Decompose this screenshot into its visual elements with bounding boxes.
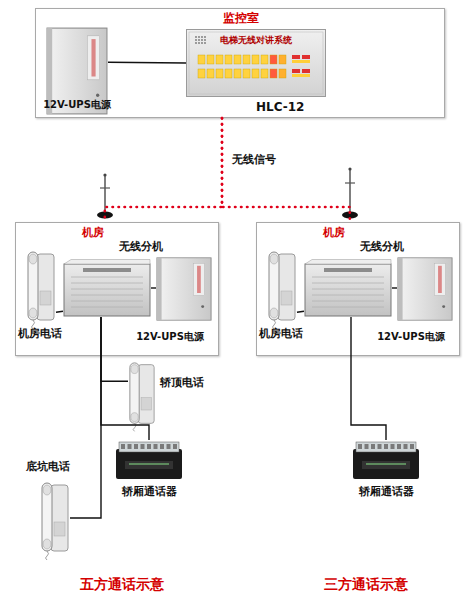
node-label: 无线分机	[119, 240, 181, 253]
phone-drawing	[26, 251, 56, 323]
wire-connector	[108, 62, 186, 64]
telephone: 机房电话	[267, 251, 297, 323]
node-label: 轿厢通话器	[346, 485, 426, 498]
intercom-panel: 电梯无线对讲系统HLC-12	[186, 29, 326, 97]
edge-label: 无线信号	[232, 152, 302, 167]
wire-connector	[70, 317, 101, 518]
node-label: 机房	[82, 226, 122, 239]
antenna-symbol	[342, 167, 358, 218]
phone-drawing	[267, 251, 297, 323]
car-intercom: 轿厢通话器	[115, 440, 183, 480]
node-label: 机房电话	[18, 327, 78, 340]
node-label: 机房电话	[259, 327, 319, 340]
ups-drawing	[156, 257, 212, 321]
wireless-unit: 无线分机	[304, 259, 392, 317]
antenna-symbol	[97, 173, 113, 218]
ups-power-box: 12V-UPS电源	[156, 257, 212, 321]
talker-drawing	[352, 440, 420, 480]
wireless-signal-line	[222, 118, 350, 222]
room-frame: 机房无线分机机房电话12V-UPS电源	[256, 222, 460, 356]
node-label: 轿厢通话器	[109, 485, 189, 498]
node-label: 电梯无线对讲系统	[186, 35, 326, 46]
wire-connector	[351, 317, 386, 440]
ups-power-box: 12V-UPS电源	[46, 27, 108, 115]
node-label: 轿顶电话	[160, 376, 222, 389]
wireless-signal-line	[105, 118, 222, 222]
phone-drawing	[128, 362, 156, 426]
wire-connector	[101, 317, 128, 381]
node-label: 12V-UPS电源	[40, 99, 114, 111]
telephone: 机房电话	[26, 251, 56, 323]
node-label: HLC-12	[256, 100, 318, 114]
car-intercom: 轿厢通话器	[352, 440, 420, 480]
talker-drawing	[115, 440, 183, 480]
node-label: 无线分机	[360, 240, 422, 253]
dev-drawing	[63, 259, 151, 317]
ups-power-box: 12V-UPS电源	[397, 257, 453, 321]
node-label: 底坑电话	[26, 460, 88, 473]
node-label: 机房	[323, 226, 363, 239]
telephone: 底坑电话	[40, 482, 70, 554]
room-frame: 机房无线分机机房电话12V-UPS电源	[15, 222, 219, 356]
telephone: 轿顶电话	[128, 362, 156, 426]
wire-connector	[392, 287, 397, 288]
wire-connector	[56, 311, 63, 312]
caption-label: 五方通话示意	[62, 576, 182, 594]
room-frame: 监控室12V-UPS电源电梯无线对讲系统HLC-12	[35, 8, 445, 118]
wire-connector	[101, 317, 149, 440]
node-label: 12V-UPS电源	[128, 331, 212, 343]
node-label: 12V-UPS电源	[369, 331, 453, 343]
dev-drawing	[304, 259, 392, 317]
wire-connector	[297, 311, 304, 312]
wire-connector	[151, 287, 156, 288]
wireless-unit: 无线分机	[63, 259, 151, 317]
phone-drawing	[40, 482, 70, 554]
caption-label: 三方通话示意	[306, 576, 426, 594]
ups-drawing	[397, 257, 453, 321]
node-label: 监控室	[211, 11, 271, 25]
